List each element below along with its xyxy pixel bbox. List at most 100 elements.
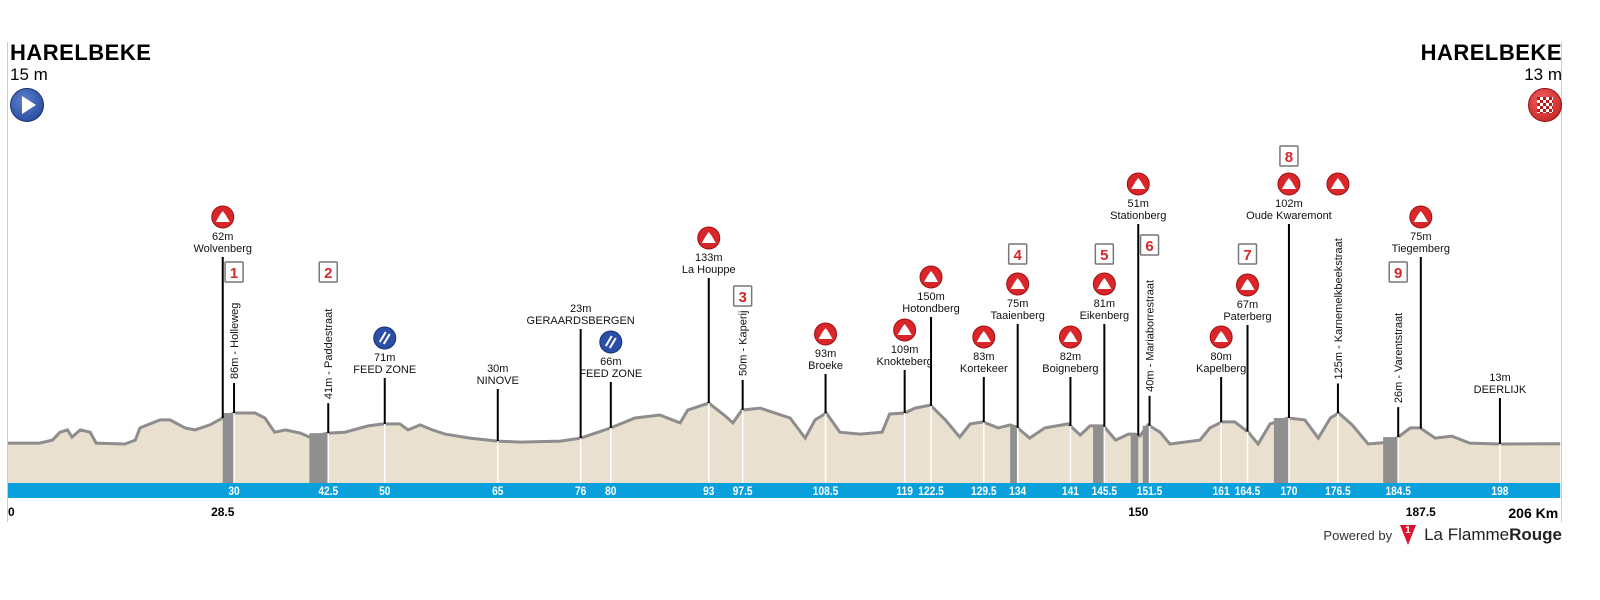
sector-number-box [1237,243,1258,265]
km-band [8,483,1561,498]
elevation-label: 82m [1060,351,1081,363]
feed-zone-glyph [604,335,617,349]
km-tick-label: 161 [1213,485,1230,498]
km-tick-label-below: 150 [1128,505,1148,519]
brand-regular: La Flamme [1424,525,1510,544]
mountain-glyph [1330,178,1345,189]
km-tick-label: 108.5 [813,485,839,498]
sector-number: 8 [1285,149,1293,166]
sector-number: 6 [1145,238,1153,255]
elevation-label: 13m [1489,372,1510,384]
sector-name-vertical: 86m - Holleweg [229,303,241,379]
km-tick-label: 170 [1280,485,1297,498]
sector-number-box [318,261,338,283]
location-name: Hotondberg [902,303,960,315]
location-name: Broeke [808,360,843,372]
sector-number: 7 [1243,247,1251,264]
elevation-label: 81m [1094,298,1115,310]
location-name: Wolvenberg [193,243,252,255]
start-city: HARELBEKE [10,40,152,65]
total-distance-label: 206 Km [1508,505,1558,521]
elevation-label: 133m [695,252,723,264]
location-name: DEERLIJK [1474,384,1527,396]
elevation-label: 102m [1275,198,1303,210]
finish-checkered-flag-icon [1528,88,1562,122]
sector-name-vertical: 50m - Kaperij [738,311,750,376]
finish-city: HARELBEKE [1420,40,1562,65]
mountain-glyph [1214,331,1229,342]
brand-bold: Rouge [1509,525,1562,544]
km-tick-label-below: 0 [8,505,15,519]
cobble-sector-band [1383,437,1399,483]
km-tick-label: 176.5 [1325,485,1351,498]
sector-number: 9 [1394,265,1402,282]
mountain-glyph [818,328,833,339]
sector-number-box [224,261,244,283]
km-tick-label: 184.5 [1385,485,1411,498]
location-name: Taaienberg [990,310,1044,322]
mountain-glyph [701,232,716,243]
km-tick-label: 93 [703,485,714,498]
mountain-glyph [1097,278,1112,289]
mountain-glyph [924,271,939,282]
mountain-glyph [1063,331,1078,342]
elevation-label: 66m [600,356,621,368]
cobble-sector-band [222,413,235,483]
location-name: Paterberg [1223,311,1271,323]
km-tick-label-below: 187.5 [1406,505,1436,519]
left-divider [7,42,8,522]
cobble-sector-band [1093,425,1105,483]
sector-number-box [1139,234,1160,256]
km-tick-label: 30 [228,485,239,498]
sector-number: 4 [1014,247,1023,264]
elevation-label: 80m [1210,351,1231,363]
mountain-glyph [1413,211,1428,222]
sector-number-box [1094,243,1115,265]
location-name: FEED ZONE [579,368,642,380]
sector-number-box [1388,261,1408,283]
location-name: GERAARDSBERGEN [527,315,635,327]
km-tick-label: 129.5 [971,485,997,498]
elevation-label: 71m [374,352,395,364]
la-flamme-rouge-logo-icon: 1 [1400,525,1417,545]
finish-altitude: 13 m [1524,65,1562,84]
km-tick-label: 164.5 [1235,485,1261,498]
elevation-label: 150m [917,291,945,303]
elevation-label: 23m [570,303,591,315]
km-tick-label: 145.5 [1092,485,1118,498]
km-tick-label: 42.5 [318,485,338,498]
elevation-label: 75m [1007,298,1028,310]
location-name: Kapelberg [1196,363,1246,375]
km-tick-label: 97.5 [733,485,753,498]
elevation-label: 67m [1237,299,1258,311]
finish-header: HARELBEKE 13 m [1421,40,1562,122]
km-tick-label: 119 [896,485,912,498]
mountain-glyph [1281,178,1296,189]
location-name: NINOVE [477,375,519,387]
sector-number-box [732,285,753,307]
km-tick-label: 134 [1009,485,1027,498]
start-header: HARELBEKE 15 m [10,40,151,122]
location-name: FEED ZONE [353,364,416,376]
brand-name: La FlammeRouge [1424,525,1562,545]
sector-name-vertical: 125m - Karnemelkbeekstraat [1333,238,1345,379]
cobble-sector-band [1130,434,1139,483]
elevation-label: 75m [1410,231,1431,243]
location-name: Boigneberg [1042,363,1098,375]
location-name: Knokteberg [877,356,933,368]
right-divider [1561,42,1562,522]
location-name: La Houppe [682,264,736,276]
mountain-glyph [215,211,230,222]
location-name: Stationberg [1110,210,1166,222]
feed-zone-glyph [378,331,391,345]
elevation-label: 83m [973,351,994,363]
powered-by-footer: Powered by 1 La FlammeRouge [1323,525,1562,545]
location-name: Tiegemberg [1392,243,1450,255]
mountain-glyph [1010,278,1025,289]
elevation-label: 93m [815,348,836,360]
sector-number-box [1007,243,1028,265]
feed-zone-icon [599,330,623,354]
elevation-label: 62m [212,231,233,243]
